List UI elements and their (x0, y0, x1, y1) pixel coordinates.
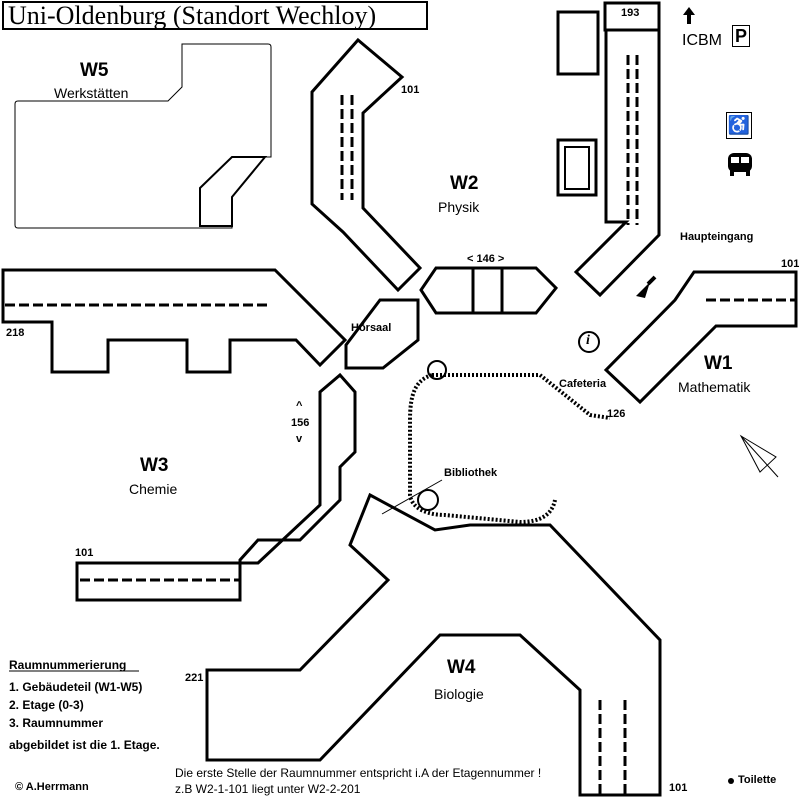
arrow-up-icon (683, 7, 695, 24)
entrance-arrow-icon (636, 282, 650, 298)
hoersaal (344, 298, 420, 370)
toilet-dot-icon (728, 778, 734, 784)
building-w4-name: Biologie (434, 686, 484, 702)
legend-floor-note: abgebildet ist die 1. Etage. (9, 738, 160, 752)
w2-east-arm (573, 28, 661, 298)
place-icbm: ICBM (682, 32, 722, 49)
parking-icon: P (732, 25, 750, 47)
room-number-w1-126: 126 (607, 408, 626, 420)
room-number-w4-221: 221 (185, 672, 204, 684)
room-number-w2-101: 101 (401, 84, 420, 96)
w5-outline (14, 43, 272, 229)
building-w5-name: Werkstätten (54, 85, 129, 101)
legend-item: 3. Raumnummer (9, 716, 104, 730)
room-number-w3-218: 218 (6, 327, 25, 339)
building-w3-name: Chemie (129, 481, 178, 497)
room-number-w2-193: 193 (621, 7, 640, 19)
w3-wing (1, 268, 348, 374)
footer-note-line1: Die erste Stelle der Raumnummer entspric… (175, 766, 542, 780)
legend-item: 2. Etage (0-3) (9, 698, 84, 712)
center-column-156 (75, 372, 357, 602)
info-letter: i (586, 333, 590, 348)
arrow-down-156: v (296, 433, 303, 445)
place-hoersaal: Hörsaal (351, 322, 392, 334)
parking-letter: P (734, 25, 747, 46)
w2-block-193 (603, 1, 661, 32)
compass-icon (739, 434, 779, 478)
courtyard-path (408, 373, 611, 525)
legend-toilet: Toilette (738, 774, 777, 786)
building-w1-id: W1 (704, 353, 733, 374)
building-w3-id: W3 (140, 455, 169, 476)
building-w2-id: W2 (450, 173, 479, 194)
building-w5-id: W5 (80, 60, 109, 81)
place-bibliothek: Bibliothek (444, 467, 498, 479)
arrow-up-156: ^ (296, 400, 303, 412)
central-hall-146 (419, 266, 559, 315)
room-number-w1-101: 101 (781, 258, 799, 270)
legend-heading: Raumnummerierung (9, 658, 127, 672)
building-w4-id: W4 (447, 657, 476, 678)
info-icon (578, 331, 600, 353)
place-cafeteria: Cafeteria (559, 378, 607, 390)
place-haupteingang: Haupteingang (680, 231, 754, 243)
copyright: © A.Herrmann (15, 781, 89, 793)
room-number-146: < 146 > (467, 253, 505, 265)
map-title: Uni-Oldenburg (Standort Wechloy) (2, 1, 428, 30)
w5-wing (199, 156, 268, 227)
legend-item: 1. Gebäudeteil (W1-W5) (9, 680, 143, 694)
room-number-w3-101: 101 (75, 547, 94, 559)
wheelchair-icon: ♿ (726, 112, 752, 139)
building-w2-name: Physik (438, 199, 480, 215)
w4-wing (205, 492, 662, 797)
room-number-w4-101: 101 (669, 782, 688, 794)
building-w1-name: Mathematik (678, 379, 751, 395)
w2-west-arm (310, 37, 423, 293)
room-number-156: 156 (291, 417, 310, 429)
w1-wing (603, 270, 798, 405)
bus-icon (727, 150, 753, 183)
footer-note-line2: z.B W2-1-101 liegt unter W2-2-201 (175, 782, 361, 796)
